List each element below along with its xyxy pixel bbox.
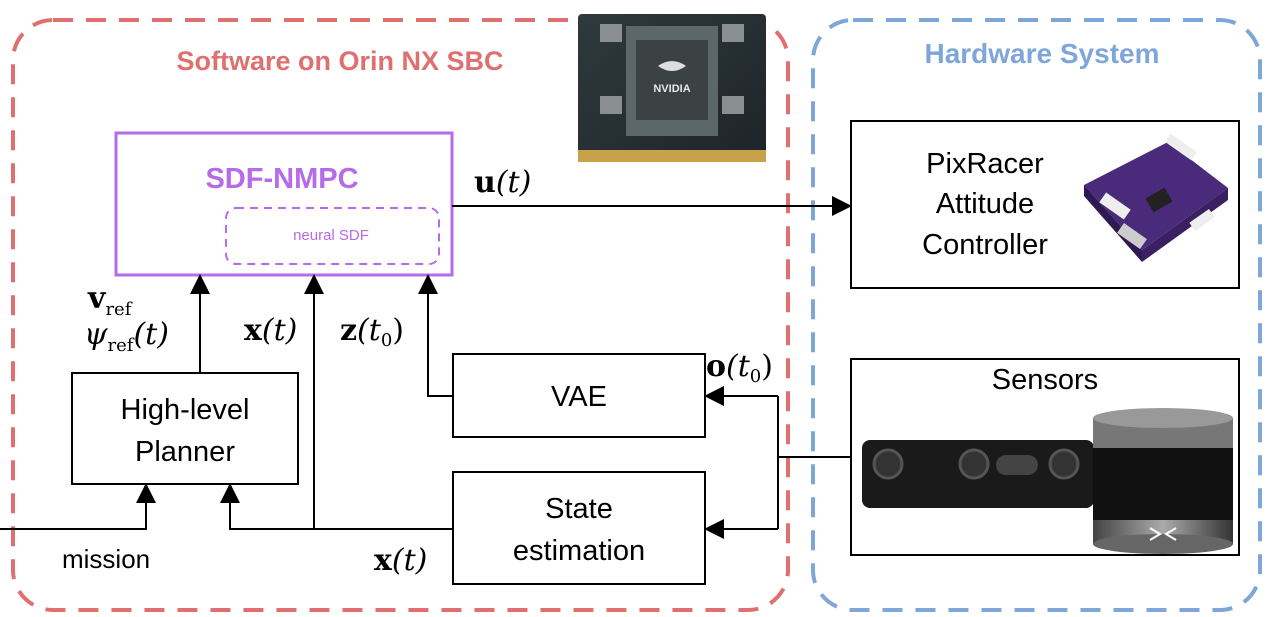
neural-sdf-label: neural SDF — [293, 227, 369, 244]
pixracer-line2: Attitude — [936, 188, 1034, 220]
pixracer-line1: PixRacer — [926, 148, 1044, 180]
state-estimation-line1: State — [545, 493, 613, 525]
high-level-planner-block — [71, 372, 299, 485]
state-to-planner-arrow — [220, 483, 314, 530]
planner-label-line2: Planner — [135, 436, 235, 468]
state-estimation-block — [452, 471, 706, 585]
sdf-nmpc-label: SDF-NMPC — [205, 163, 358, 195]
state-to-nmpc-arrow — [304, 274, 453, 530]
pixracer-board-image — [1084, 133, 1228, 262]
signal-v-ref-label: vref — [87, 281, 133, 320]
signal-x-bottom-label: x(t) — [374, 543, 427, 578]
planner-label-line1: High-level — [121, 394, 250, 426]
pixracer-line3: Controller — [922, 229, 1048, 261]
mission-input-arrow — [0, 483, 156, 530]
sensors-label: Sensors — [992, 364, 1098, 396]
hardware-group-title: Hardware System — [924, 38, 1159, 69]
hardware-group-border — [811, 18, 1262, 612]
signal-z-label: z(t0) — [340, 313, 404, 351]
orin-nx-chip-image: NVIDIA — [578, 14, 766, 162]
neural-sdf-block — [225, 207, 440, 265]
nvidia-logo-text: NVIDIA — [653, 83, 690, 95]
software-group-title: Software on Orin NX SBC — [176, 46, 503, 76]
signal-o-label: o(t0) — [706, 349, 773, 387]
sdf-nmpc-block — [114, 131, 454, 277]
signal-psi-ref-label: ψref(t) — [84, 317, 169, 356]
vae-label: VAE — [551, 381, 607, 413]
depth-camera-image — [862, 440, 1094, 508]
vae-block — [452, 353, 706, 438]
lidar-image — [1093, 408, 1233, 554]
signal-u-label: u(t) — [474, 165, 531, 200]
mission-label: mission — [62, 544, 150, 574]
vae-to-nmpc-arrow — [418, 274, 453, 397]
state-estimation-line2: estimation — [513, 535, 645, 567]
software-group-border — [11, 18, 790, 612]
signal-x-top-label: x(t) — [244, 313, 297, 348]
